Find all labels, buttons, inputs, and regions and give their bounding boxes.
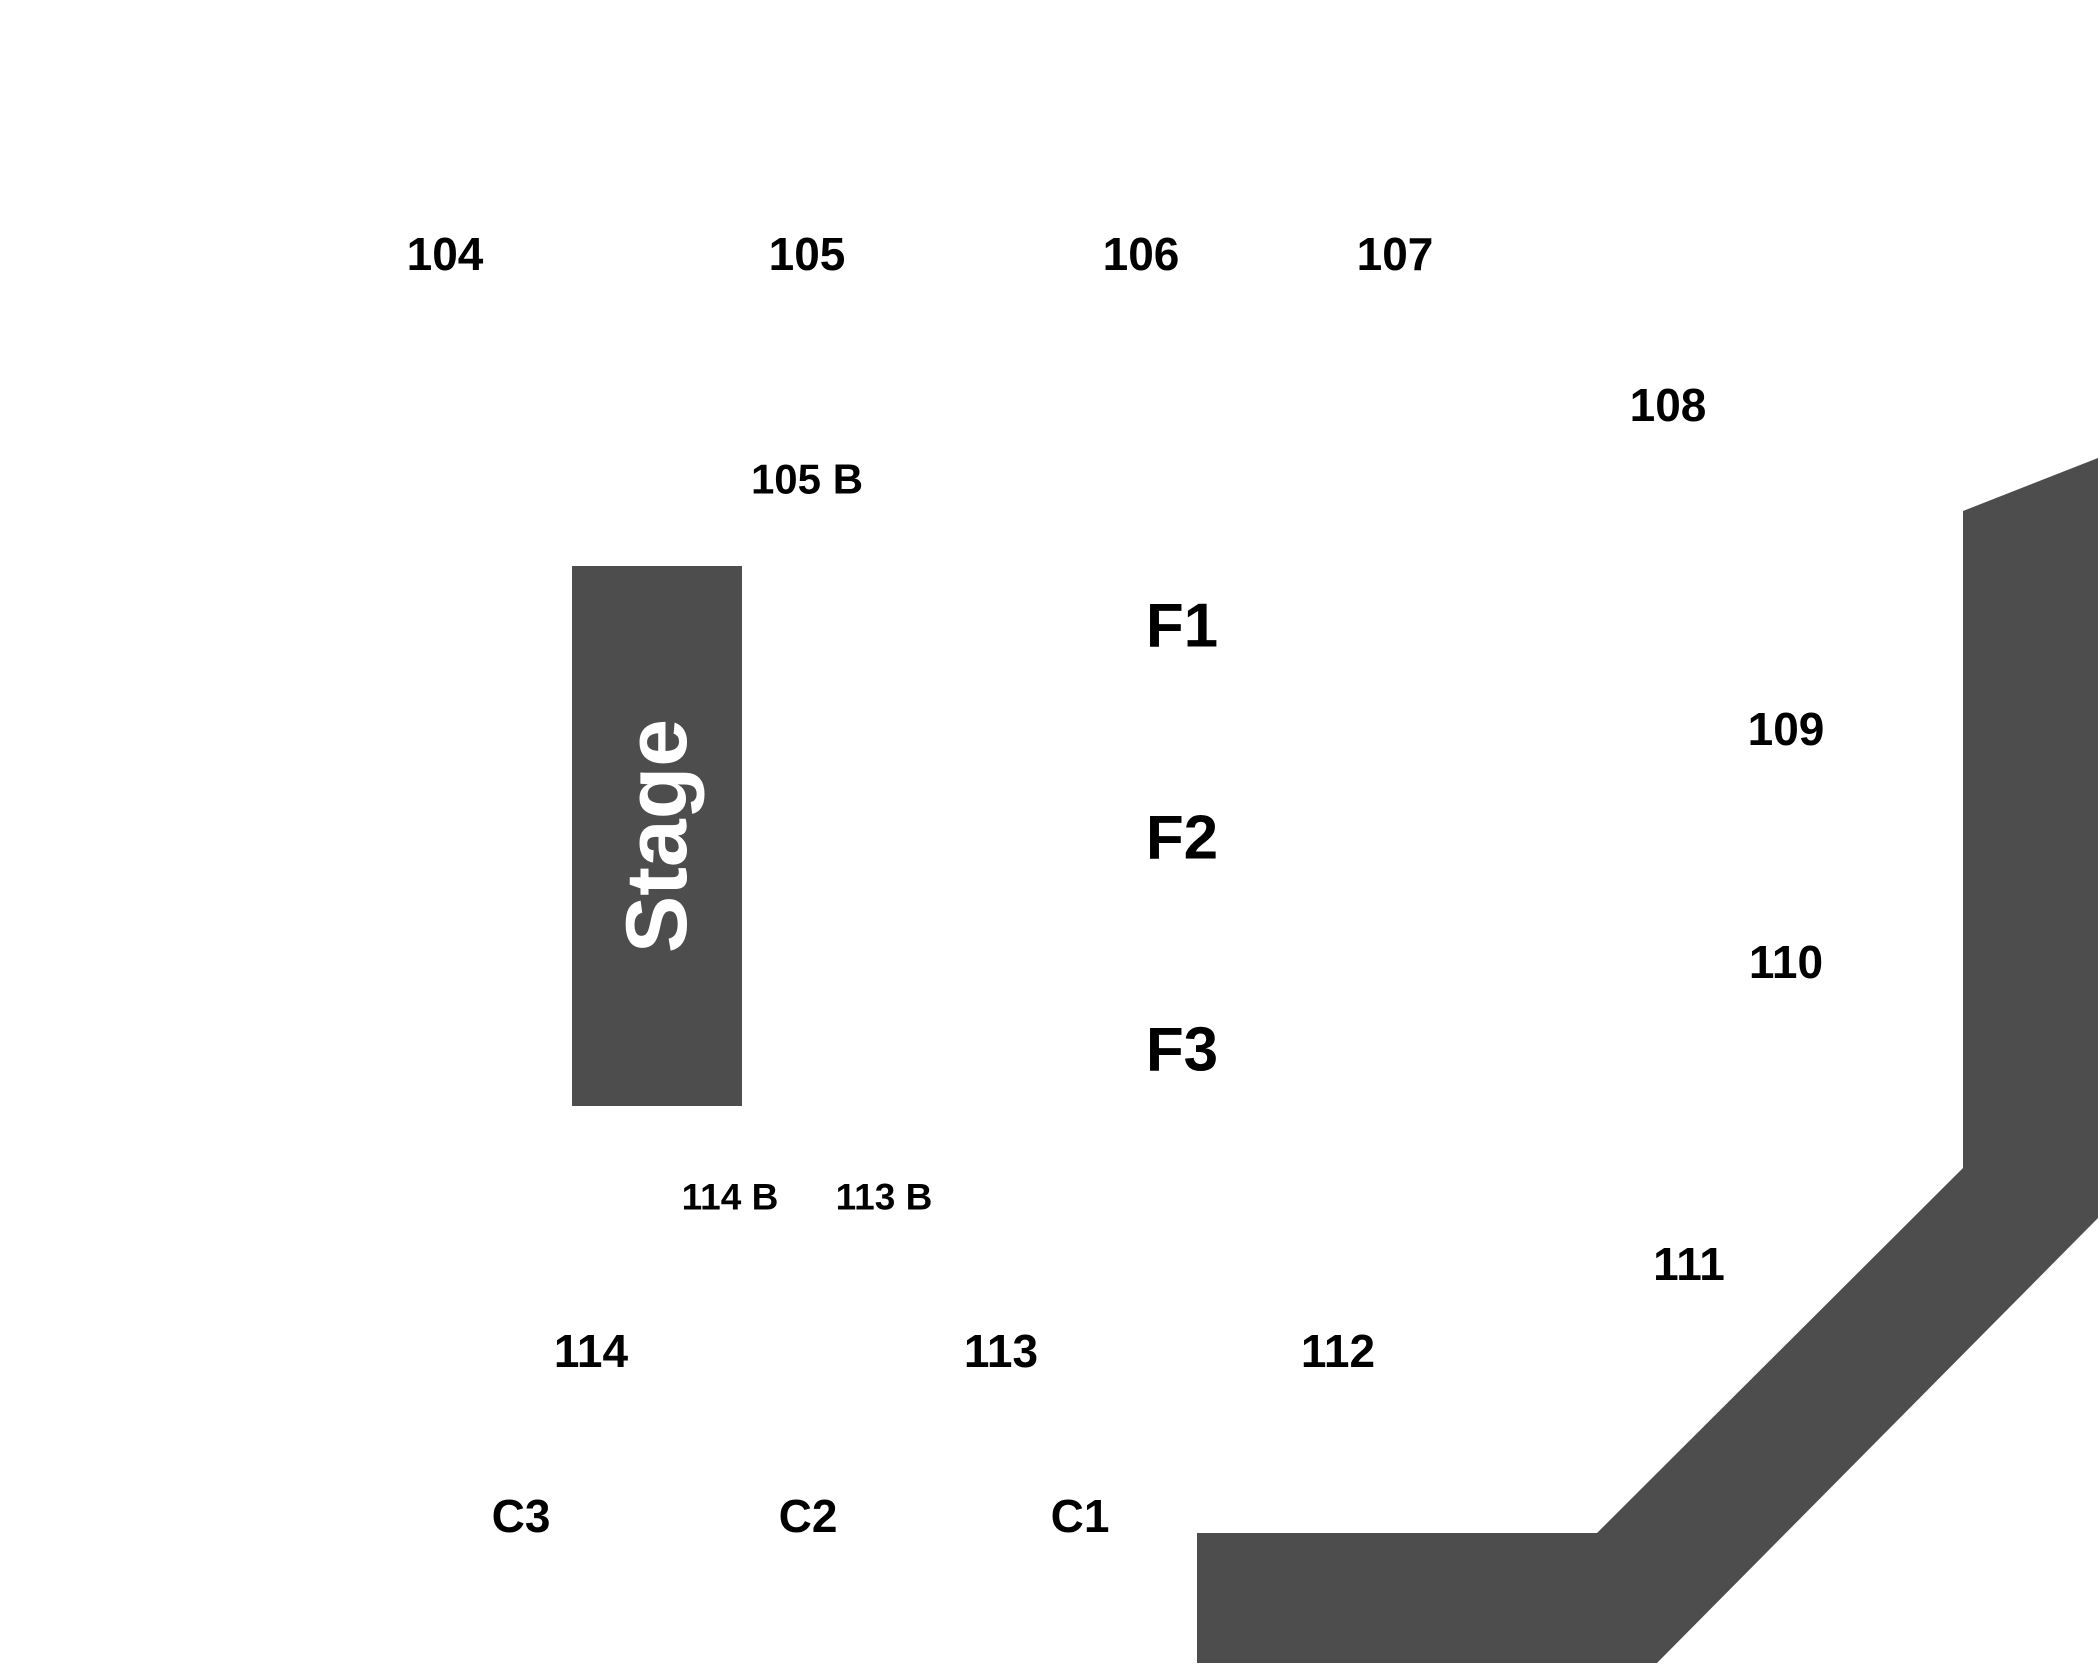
section-114[interactable]: 114 <box>554 1325 629 1377</box>
floor-f1[interactable]: F1 <box>1146 592 1218 661</box>
stage-label: Stage <box>609 719 705 953</box>
section-105b[interactable]: 105 B <box>751 456 863 503</box>
section-114b[interactable]: 114 B <box>682 1177 779 1218</box>
club-c3[interactable]: C3 <box>492 1490 551 1542</box>
section-111[interactable]: 111 <box>1653 1238 1725 1290</box>
section-112[interactable]: 112 <box>1301 1325 1375 1377</box>
club-c2[interactable]: C2 <box>779 1490 838 1542</box>
floor-f2[interactable]: F2 <box>1146 804 1218 873</box>
section-104[interactable]: 104 <box>407 228 484 280</box>
stage[interactable]: Stage <box>572 566 742 1106</box>
section-109[interactable]: 109 <box>1748 703 1825 755</box>
section-108[interactable]: 108 <box>1630 379 1707 431</box>
section-106[interactable]: 106 <box>1103 228 1180 280</box>
floor-f3[interactable]: F3 <box>1146 1016 1218 1085</box>
section-105[interactable]: 105 <box>769 228 846 280</box>
section-113b[interactable]: 113 B <box>836 1177 933 1218</box>
section-113[interactable]: 113 <box>964 1325 1038 1377</box>
stage-block <box>572 566 742 1106</box>
club-c1[interactable]: C1 <box>1051 1490 1110 1542</box>
section-107[interactable]: 107 <box>1357 228 1434 280</box>
concourse-wall <box>1197 458 2098 1663</box>
section-110[interactable]: 110 <box>1749 936 1823 988</box>
